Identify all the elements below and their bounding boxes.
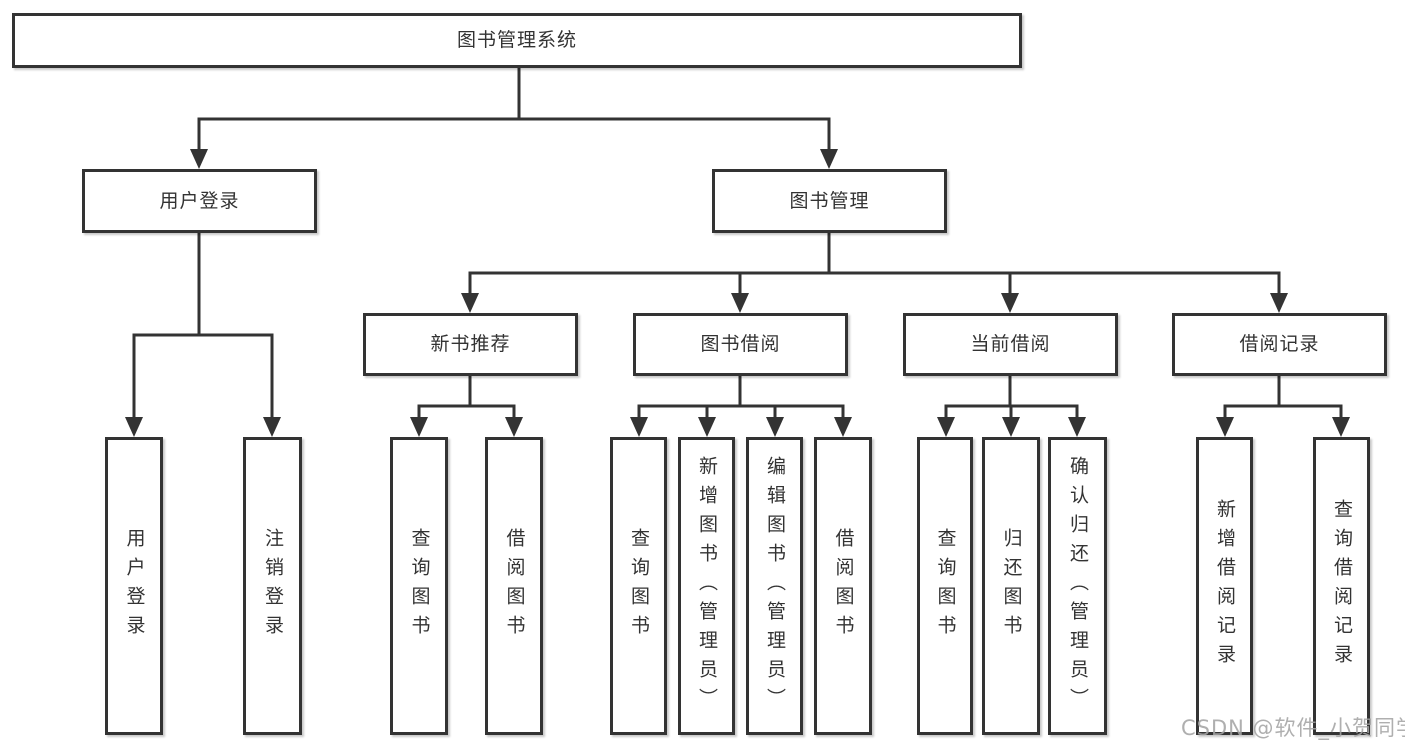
connector-path (417, 374, 516, 423)
diagram-node-leaf-query-book-3: 查询图书 (917, 437, 973, 735)
node-label-current-borrowing: 当前借阅 (970, 333, 1051, 355)
diagram-node-leaf-borrow-book-2: 借阅图书 (814, 437, 872, 735)
node-label-user-login: 用户登录 (159, 189, 240, 212)
diagram-node-root: 图书管理系统 (12, 13, 1022, 68)
diagram-node-leaf-borrow-book-1: 借阅图书 (485, 437, 543, 735)
diagram-node-user-login: 用户登录 (82, 169, 317, 233)
arrowhead-icon (937, 417, 955, 437)
diagram-node-leaf-add-book-admin: 新增图书（管理员） (678, 437, 735, 735)
node-label-leaf-user-login: 用户登录 (123, 528, 146, 644)
arrowhead-icon (263, 417, 281, 437)
node-label-leaf-query-borrow-record: 查询借阅记录 (1331, 499, 1353, 673)
arrowhead-icon (834, 417, 852, 437)
watermark-text: CSDN @软件_小贺同学 (1181, 716, 1405, 740)
arrowhead-icon (766, 417, 784, 437)
node-label-leaf-borrow-book-2: 借阅图书 (832, 528, 855, 644)
node-label-leaf-query-book-3: 查询图书 (934, 528, 957, 644)
connector-path (1223, 374, 1343, 423)
arrowhead-icon (698, 417, 716, 437)
arrowhead-icon (1001, 293, 1019, 313)
diagram-node-leaf-edit-book-admin: 编辑图书（管理员） (746, 437, 803, 735)
diagram-node-leaf-confirm-return: 确认归还（管理员） (1048, 437, 1107, 735)
arrowhead-icon (461, 293, 479, 313)
node-label-leaf-edit-book-admin: 编辑图书（管理员） (764, 455, 786, 717)
node-label-leaf-logout: 注销登录 (262, 528, 284, 644)
arrowhead-icon (1332, 417, 1350, 437)
node-label-leaf-query-book-1: 查询图书 (408, 528, 431, 644)
diagram-node-leaf-user-login: 用户登录 (105, 437, 163, 735)
diagram-node-current-borrowing: 当前借阅 (903, 313, 1118, 376)
node-label-new-book-recommend: 新书推荐 (430, 333, 511, 355)
node-label-leaf-return-book: 归还图书 (1000, 528, 1023, 644)
connector-path (637, 374, 845, 423)
connector-path (468, 231, 1281, 299)
diagram-node-book-management: 图书管理 (712, 169, 947, 233)
arrowhead-icon (1216, 417, 1234, 437)
node-label-leaf-add-borrow-record: 新增借阅记录 (1214, 499, 1236, 673)
arrowhead-icon (820, 149, 838, 169)
node-label-borrowing-records: 借阅记录 (1239, 333, 1320, 355)
arrowhead-icon (630, 417, 648, 437)
arrowhead-icon (505, 417, 523, 437)
connector-path (944, 374, 1079, 423)
arrowhead-icon (190, 149, 208, 169)
arrowhead-icon (125, 417, 143, 437)
node-label-leaf-borrow-book-1: 借阅图书 (503, 528, 526, 644)
node-label-root: 图书管理系统 (456, 29, 577, 51)
arrowhead-icon (410, 417, 428, 437)
arrowhead-icon (731, 293, 749, 313)
connector-path (197, 66, 831, 155)
arrowhead-icon (1002, 417, 1020, 437)
diagram-node-new-book-recommend: 新书推荐 (363, 313, 578, 376)
node-label-leaf-add-book-admin: 新增图书（管理员） (696, 455, 718, 717)
diagram-node-leaf-return-book: 归还图书 (982, 437, 1040, 735)
diagram-node-leaf-add-borrow-record: 新增借阅记录 (1196, 437, 1253, 735)
arrowhead-icon (1068, 417, 1086, 437)
diagram-node-leaf-query-book-2: 查询图书 (610, 437, 667, 735)
node-label-leaf-confirm-return: 确认归还（管理员） (1067, 455, 1089, 717)
node-label-book-borrowing: 图书借阅 (700, 333, 781, 355)
diagram-node-book-borrowing: 图书借阅 (633, 313, 848, 376)
connector-path (132, 231, 274, 423)
diagram-node-leaf-query-borrow-record: 查询借阅记录 (1313, 437, 1370, 735)
node-label-leaf-query-book-2: 查询图书 (628, 528, 650, 644)
node-label-book-management: 图书管理 (789, 189, 870, 212)
diagram-node-leaf-logout: 注销登录 (243, 437, 302, 735)
diagram-node-leaf-query-book-1: 查询图书 (390, 437, 448, 735)
arrowhead-icon (1270, 293, 1288, 313)
diagram-node-borrowing-records: 借阅记录 (1172, 313, 1387, 376)
